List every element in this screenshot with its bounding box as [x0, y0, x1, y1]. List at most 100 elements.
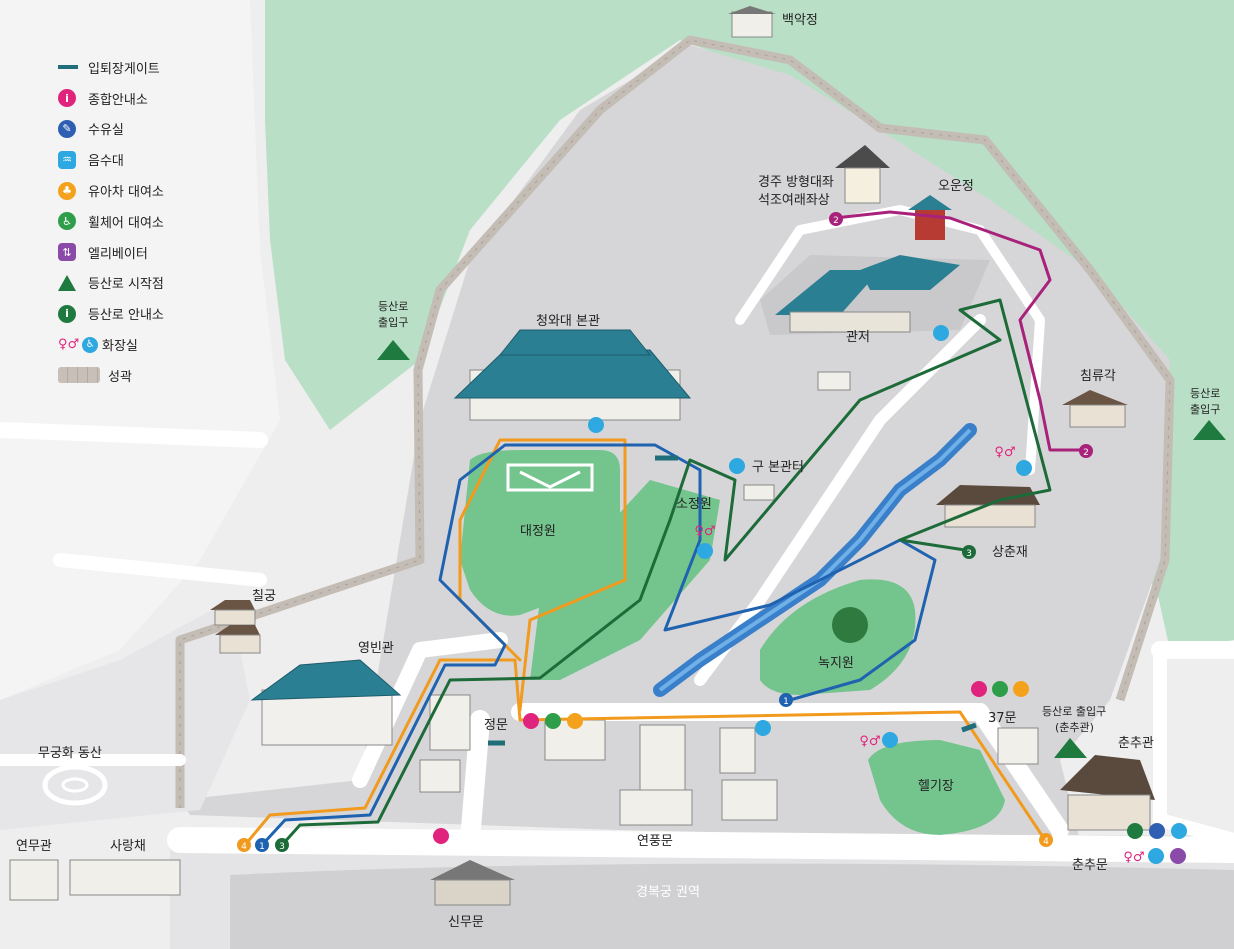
building-sangchunjae: [936, 485, 1040, 528]
route-marker-2-start: 2: [829, 212, 843, 226]
label-sojeongwon: 소정원: [676, 497, 712, 512]
legend-item-nursing: ✎ 수유실: [58, 114, 238, 145]
label-trail-chunchu-2: (춘추관): [1055, 721, 1094, 734]
label-buddha-1: 경주 방형대좌: [758, 175, 834, 190]
label-mugunghwa-hill: 무궁화 동산: [38, 746, 102, 761]
legend-label: 등산로 안내소: [88, 308, 164, 324]
label-trail-left-2: 출입구: [378, 316, 408, 329]
mugunghwa-block: [0, 600, 250, 830]
fortress-wall-icon: [58, 367, 100, 384]
water-fountain-icon: [755, 720, 771, 736]
gates: [488, 455, 977, 746]
wheelchair-rental-icon: [545, 713, 561, 729]
route-marker-3-end: 3: [962, 545, 976, 559]
water-fountain-icon: [588, 417, 604, 433]
map-legend: 입퇴장게이트 i 종합안내소 ✎ 수유실 ♒ 음수대 ♣ 유아차 대여소 ♿ 휠…: [58, 52, 238, 391]
legend-item-stroller: ♣ 유아차 대여소: [58, 175, 238, 206]
water-fountain-icon: ♒: [58, 150, 76, 169]
legend-item-restroom: ♀♂ ♿ 화장실: [58, 329, 238, 360]
legend-item-wheelchair: ♿ 휠체어 대여소: [58, 206, 238, 237]
route-marker-1-end: 1: [779, 693, 793, 707]
water-fountain-icon: [1171, 823, 1187, 839]
label-chimryugak: 침류각: [1080, 369, 1116, 384]
legend-label: 휠체어 대여소: [88, 215, 164, 231]
route-marker-1-start: 1: [255, 838, 269, 852]
info-icon: [523, 713, 539, 729]
nursing-room-icon: [1149, 823, 1165, 839]
label-yeonpungmun: 연풍문: [637, 834, 673, 849]
route-2-path: [833, 210, 1087, 452]
bugaksan-mountain-area: [265, 0, 1234, 640]
svg-text:4: 4: [1043, 837, 1049, 847]
wheelchair-icon: [882, 732, 898, 748]
trailhead-right-icon: [1193, 420, 1226, 440]
elevator-icon: [1170, 848, 1186, 864]
water-fountain-icon: [933, 325, 949, 341]
info-icon: [971, 681, 987, 697]
label-main-building: 청와대 본관: [536, 314, 600, 329]
label-trail-left-1: 등산로: [378, 300, 408, 313]
stroller-icon: [1013, 681, 1029, 697]
label-yeonmugwan: 연무관: [16, 839, 52, 854]
restroom-icon: ♀♂: [1123, 850, 1144, 865]
pavilion-buddha: [835, 145, 890, 204]
nursing-room-icon: ✎: [58, 119, 76, 138]
trail-info-icon: [1127, 823, 1143, 839]
daejeongwon-pattern: [506, 463, 594, 492]
legend-label: 성곽: [108, 369, 132, 385]
restroom-icon: ♀♂: [58, 337, 80, 353]
restroom-icon: ♀♂: [859, 734, 880, 749]
nokjiwon-tree: [832, 607, 868, 643]
building-baegakjeong: [728, 6, 776, 38]
label-chunchugwan: 춘추관: [1118, 736, 1154, 751]
water-fountain-icon: [729, 458, 745, 474]
helipad-lawn: [868, 740, 1005, 835]
facility-icons: ♀♂ ♀♂ ♀♂ ♀♂: [433, 325, 1187, 865]
label-trail-right-1: 등산로: [1190, 387, 1220, 400]
route-3-path: [280, 298, 1052, 847]
building-main: [453, 329, 692, 421]
legend-label: 유아차 대여소: [88, 185, 164, 201]
mugunghwa-garden: [42, 764, 108, 806]
wheelchair-rental-icon: [992, 681, 1008, 697]
label-buddha-2: 석조여래좌상: [758, 193, 830, 208]
wheelchair-icon: [1148, 848, 1164, 864]
label-helipad: 헬기장: [918, 779, 954, 794]
label-daejeongwon: 대정원: [520, 524, 556, 539]
accessible-icon: ♿: [82, 336, 99, 353]
building-chunchugwan: [1060, 755, 1155, 831]
building-chimryugak: [1062, 390, 1128, 428]
legend-item-wall: 성곽: [58, 360, 238, 391]
legend-item-trail-info: i 등산로 안내소: [58, 298, 238, 329]
info-icon: [433, 828, 449, 844]
gyeongbokgung-zone: [230, 863, 1234, 949]
route-marker-2-end: 2: [1079, 444, 1093, 458]
restroom-icon: ♀♂: [994, 445, 1015, 460]
label-jeongmun: 정문: [484, 718, 508, 733]
trailhead-left-icon: [377, 340, 410, 360]
legend-label: 입퇴장게이트: [88, 61, 160, 77]
legend-item-elevator: ⇅ 엘리베이터: [58, 237, 238, 268]
label-trail-chunchu-1: 등산로 출입구: [1042, 705, 1106, 718]
label-chunchumun: 춘추문: [1072, 858, 1108, 873]
legend-item-info: i 종합안내소: [58, 83, 238, 114]
elevator-icon: ⇅: [58, 243, 76, 262]
label-sinmumun: 신무문: [448, 915, 484, 930]
legend-label: 등산로 시작점: [88, 277, 164, 293]
svg-text:3: 3: [279, 842, 285, 852]
legend-item-water: ♒ 음수대: [58, 144, 238, 175]
svg-text:1: 1: [783, 697, 789, 707]
svg-text:2: 2: [1083, 448, 1089, 458]
trailhead-chunchu-icon: [1054, 738, 1087, 758]
water-fountain-icon: [1016, 460, 1032, 476]
svg-text:1: 1: [259, 842, 265, 852]
legend-item-gate: 입퇴장게이트: [58, 52, 238, 83]
building-yeonpungmun: [619, 724, 693, 826]
trailhead-icon: [58, 274, 76, 291]
label-gate-37: 37문: [988, 711, 1017, 726]
label-gwanjeo: 관저: [846, 330, 870, 345]
svg-text:3: 3: [966, 549, 972, 559]
label-gyeongbokgung: 경복궁 권역: [636, 885, 700, 900]
route-marker-4-end: 4: [1039, 833, 1053, 847]
